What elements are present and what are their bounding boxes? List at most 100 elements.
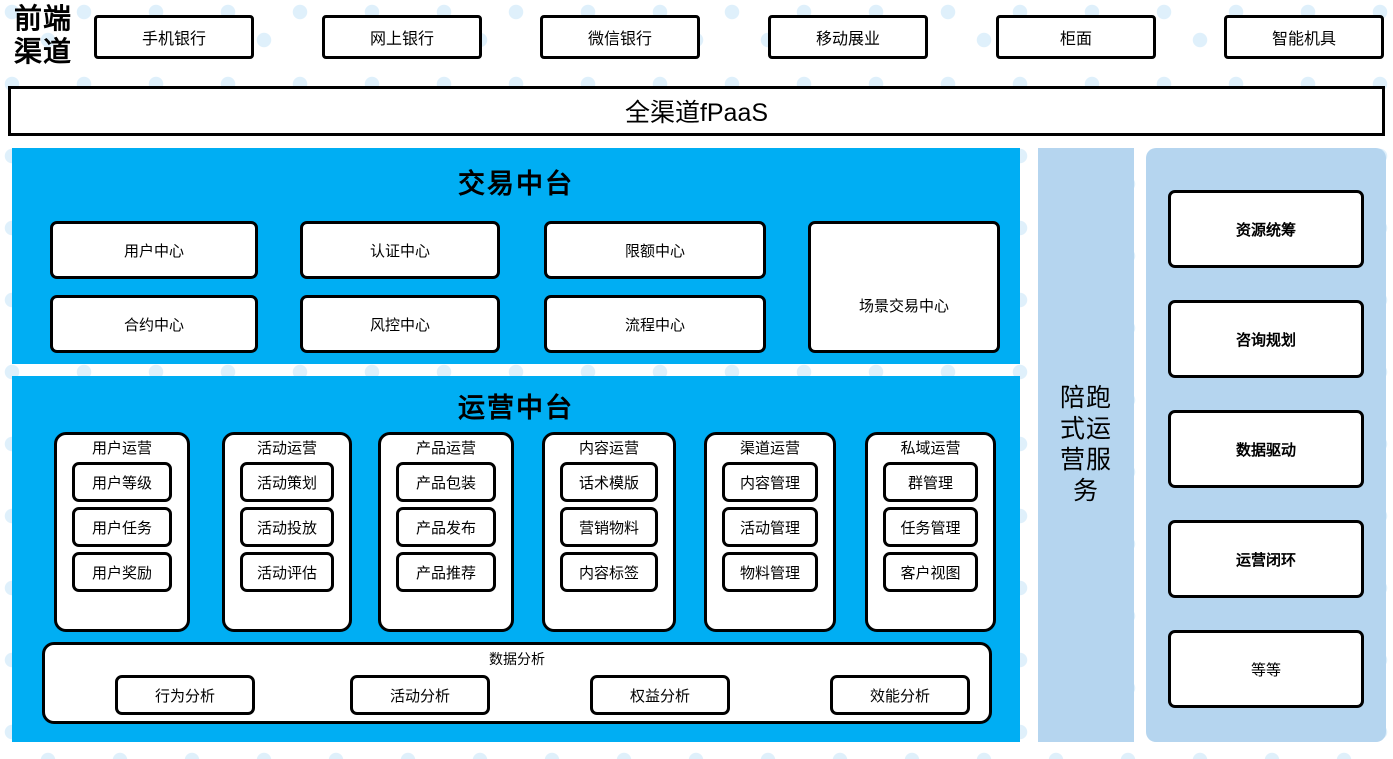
transaction-capability-label: 用户中心 xyxy=(123,242,184,260)
operations-sub-item-label: 客户视图 xyxy=(900,564,961,582)
channel-box[interactable]: 移动展业 xyxy=(768,15,928,59)
operations-sub-item[interactable]: 用户任务 xyxy=(72,507,172,547)
transaction-platform-panel: 交易中台 用户中心 认证中心 限额中心合约中心 风控中心 流程中心 场景交易中心 xyxy=(12,148,1020,364)
operations-group-card: 渠道运营内容管理活动管理物料管理 xyxy=(704,432,836,632)
data-analysis-item[interactable]: 行为分析 xyxy=(115,675,255,715)
operations-sub-item[interactable]: 用户等级 xyxy=(72,462,172,502)
operations-sub-item[interactable]: 内容标签 xyxy=(560,552,658,592)
channel-label-line-1: 前端 xyxy=(13,4,72,35)
operations-sub-item[interactable]: 话术模版 xyxy=(560,462,658,502)
fpaas-label: 全渠道fPaaS xyxy=(624,99,769,127)
channel-box[interactable]: 手机银行 xyxy=(94,15,254,59)
transaction-capability-box[interactable]: 场景交易中心 xyxy=(808,221,1000,353)
channel-box-label: 网上银行 xyxy=(369,31,434,48)
capability-box-label: 等等 xyxy=(1250,661,1281,679)
transaction-capability-box[interactable]: 认证中心 xyxy=(300,221,500,279)
transaction-capability-label: 限额中心 xyxy=(624,242,685,260)
operations-sub-item-label: 任务管理 xyxy=(900,519,961,537)
operations-sub-item[interactable]: 物料管理 xyxy=(722,552,818,592)
channel-label-line-2: 渠道 xyxy=(13,37,72,68)
data-analysis-card: 数据分析 行为分析 活动分析 权益分析 效能分析 xyxy=(42,642,992,724)
operations-group-title: 内容运营 xyxy=(578,440,639,457)
transaction-capability-box[interactable]: 风控中心 xyxy=(300,295,500,353)
service-column-label: 陪跑式运营服务 xyxy=(1059,384,1112,505)
operations-sub-item-label: 活动策划 xyxy=(256,474,317,492)
channel-box[interactable]: 网上银行 xyxy=(322,15,482,59)
transaction-capability-label: 风控中心 xyxy=(369,316,430,334)
operations-sub-item-label: 内容标签 xyxy=(578,564,639,582)
capability-box[interactable]: 数据驱动 xyxy=(1168,410,1364,488)
transaction-capability-box[interactable]: 合约中心 xyxy=(50,295,258,353)
transaction-platform-title: 交易中台 xyxy=(458,169,574,199)
operations-sub-item[interactable]: 内容管理 xyxy=(722,462,818,502)
data-analysis-item-label: 权益分析 xyxy=(629,687,690,705)
capability-box[interactable]: 等等 xyxy=(1168,630,1364,708)
operations-sub-item-label: 产品发布 xyxy=(415,519,476,537)
capability-box[interactable]: 运营闭环 xyxy=(1168,520,1364,598)
operations-group-title: 活动运营 xyxy=(256,440,317,457)
transaction-capability-box[interactable]: 用户中心 xyxy=(50,221,258,279)
operations-group-card: 私域运营群管理任务管理客户视图 xyxy=(865,432,996,632)
operations-sub-item-label: 产品推荐 xyxy=(415,564,476,582)
operations-group-card: 内容运营话术模版营销物料内容标签 xyxy=(542,432,676,632)
data-analysis-item[interactable]: 权益分析 xyxy=(590,675,730,715)
capability-panel: 资源统筹咨询规划数据驱动运营闭环等等 xyxy=(1146,148,1386,742)
operations-group-card: 用户运营用户等级用户任务用户奖励 xyxy=(54,432,190,632)
transaction-capability-label: 合约中心 xyxy=(123,316,184,334)
data-analysis-item-label: 效能分析 xyxy=(869,687,930,705)
data-analysis-item[interactable]: 效能分析 xyxy=(830,675,970,715)
channel-box-label: 微信银行 xyxy=(587,31,652,48)
operations-sub-item-label: 活动管理 xyxy=(739,519,800,537)
operations-sub-item[interactable]: 产品包装 xyxy=(396,462,496,502)
transaction-capability-label: 认证中心 xyxy=(369,242,430,260)
capability-box[interactable]: 咨询规划 xyxy=(1168,300,1364,378)
operations-sub-item-label: 产品包装 xyxy=(415,474,476,492)
operations-sub-item[interactable]: 群管理 xyxy=(883,462,978,502)
operations-sub-item-label: 用户任务 xyxy=(91,519,152,537)
operations-sub-item[interactable]: 活动评估 xyxy=(240,552,334,592)
channel-box[interactable]: 微信银行 xyxy=(540,15,700,59)
operations-sub-item-label: 活动评估 xyxy=(256,564,317,582)
transaction-capability-box[interactable]: 流程中心 xyxy=(544,295,766,353)
operations-sub-item[interactable]: 活动管理 xyxy=(722,507,818,547)
capability-box-label: 资源统筹 xyxy=(1235,221,1296,239)
operations-sub-item-label: 用户奖励 xyxy=(91,564,152,582)
channel-box-label: 智能机具 xyxy=(1271,31,1336,48)
channel-box[interactable]: 柜面 xyxy=(996,15,1156,59)
data-analysis-item[interactable]: 活动分析 xyxy=(350,675,490,715)
omnichannel-fpaas-bar[interactable]: 全渠道fPaaS xyxy=(8,86,1385,136)
capability-box-label: 数据驱动 xyxy=(1235,441,1296,459)
operations-group-card: 产品运营产品包装产品发布产品推荐 xyxy=(378,432,514,632)
channel-box[interactable]: 智能机具 xyxy=(1224,15,1384,59)
operations-group-title: 用户运营 xyxy=(91,440,152,457)
operations-group-title: 渠道运营 xyxy=(739,440,800,457)
capability-box[interactable]: 资源统筹 xyxy=(1168,190,1364,268)
transaction-capability-label: 场景交易中心 xyxy=(858,297,949,315)
operations-group-title: 产品运营 xyxy=(415,440,476,457)
operations-sub-item[interactable]: 任务管理 xyxy=(883,507,978,547)
operations-sub-item[interactable]: 营销物料 xyxy=(560,507,658,547)
operations-group-title: 私域运营 xyxy=(900,440,961,457)
channel-box-label: 柜面 xyxy=(1059,31,1092,48)
operations-sub-item[interactable]: 活动投放 xyxy=(240,507,334,547)
accompanying-operation-service-column: 陪跑式运营服务 xyxy=(1038,148,1134,742)
operations-sub-item-label: 话术模版 xyxy=(578,474,639,492)
operations-sub-item-label: 用户等级 xyxy=(91,474,152,492)
front-end-channel-label: 前端 渠道 xyxy=(4,2,82,70)
operations-sub-item-label: 营销物料 xyxy=(578,519,639,537)
data-analysis-item-label: 行为分析 xyxy=(154,687,215,705)
data-analysis-title: 数据分析 xyxy=(489,651,545,667)
transaction-capability-label: 流程中心 xyxy=(624,316,685,334)
channel-box-label: 手机银行 xyxy=(141,31,206,48)
operations-sub-item-label: 群管理 xyxy=(907,474,953,492)
operations-sub-item[interactable]: 产品推荐 xyxy=(396,552,496,592)
capability-box-label: 咨询规划 xyxy=(1235,331,1296,349)
channel-box-label: 移动展业 xyxy=(815,31,880,48)
operations-platform-title: 运营中台 xyxy=(458,393,574,423)
transaction-capability-box[interactable]: 限额中心 xyxy=(544,221,766,279)
operations-sub-item-label: 物料管理 xyxy=(739,564,800,582)
operations-sub-item[interactable]: 用户奖励 xyxy=(72,552,172,592)
operations-sub-item[interactable]: 活动策划 xyxy=(240,462,334,502)
operations-sub-item[interactable]: 客户视图 xyxy=(883,552,978,592)
operations-sub-item[interactable]: 产品发布 xyxy=(396,507,496,547)
